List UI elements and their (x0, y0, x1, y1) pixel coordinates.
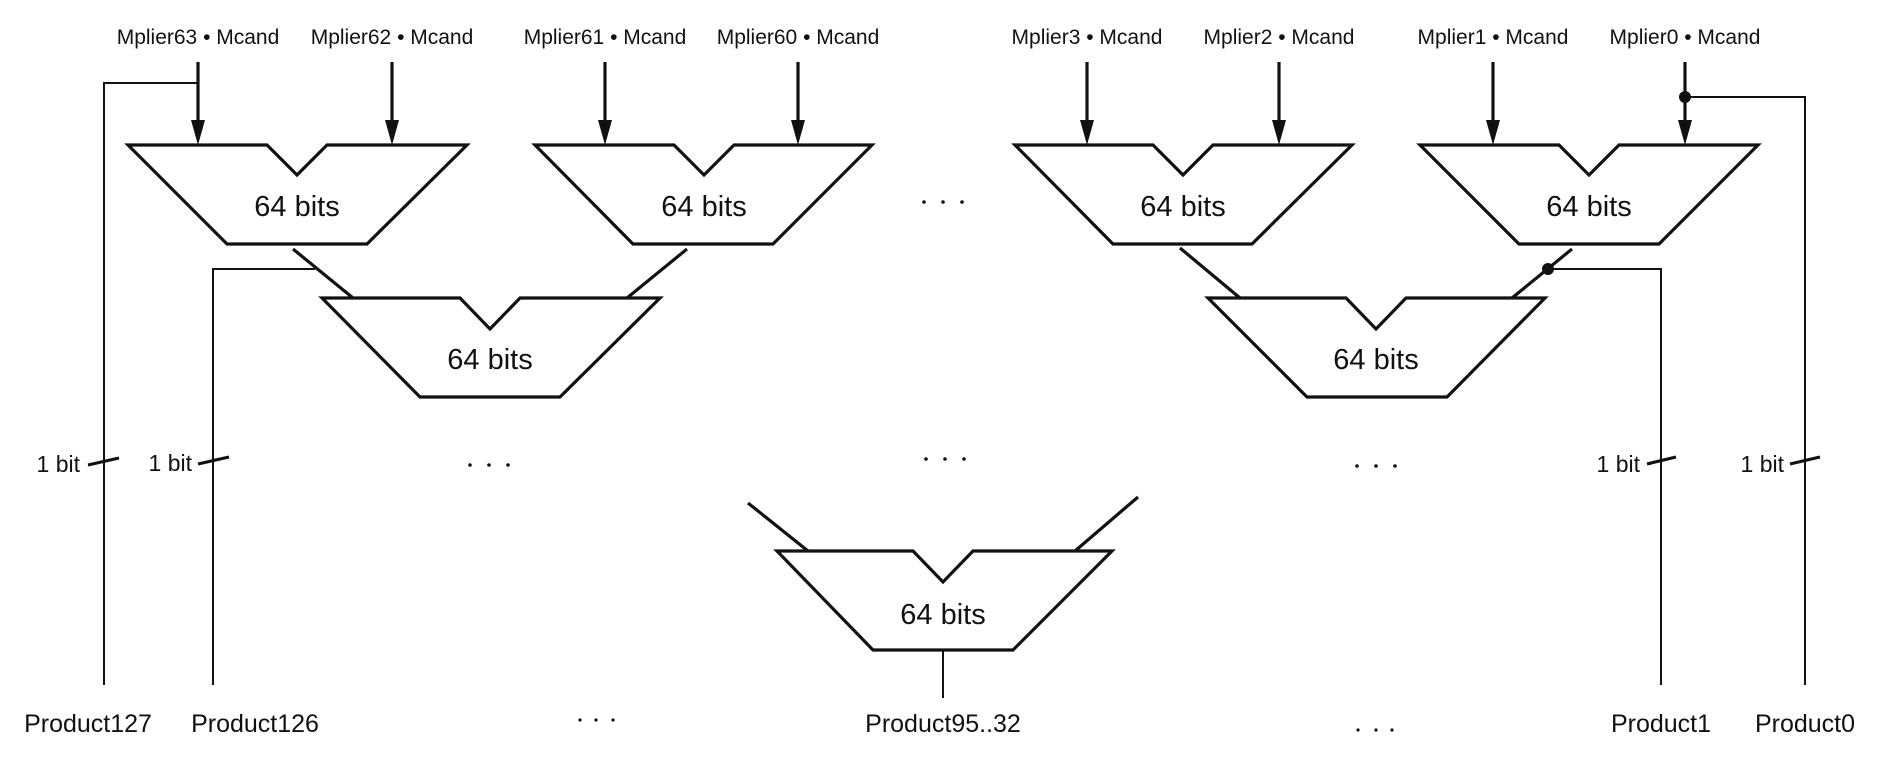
adder-width-label: 64 bits (447, 344, 532, 376)
input-label-mplier61: Mplier61 • Mcand (524, 26, 687, 49)
adder-width-label: 64 bits (1140, 191, 1225, 223)
arrow-icon (191, 62, 205, 145)
input-arrows (191, 62, 1692, 145)
ellipsis-mid-left (468, 463, 510, 467)
ellipsis-mid-center (924, 457, 966, 461)
adder-width-label: 64 bits (1333, 344, 1418, 376)
input-label-mplier0: Mplier0 • Mcand (1610, 26, 1761, 49)
bus-slash-icon (87, 456, 120, 467)
bit-width-label: 1 bit (1597, 451, 1641, 477)
input-label-mplier3: Mplier3 • Mcand (1012, 26, 1163, 49)
input-label-mplier60: Mplier60 • Mcand (717, 26, 880, 49)
adder-l1-c: 64 bits (1011, 143, 1356, 246)
bit-tap-product1: 1 bit (1542, 263, 1677, 685)
ellipsis-top (922, 200, 964, 204)
arrow-icon (1080, 62, 1094, 145)
output-label-product0: Product0 (1755, 710, 1855, 738)
adder-width-label: 64 bits (900, 599, 985, 631)
input-label-mplier2: Mplier2 • Mcand (1204, 26, 1355, 49)
arrow-icon (598, 62, 612, 145)
adder-width-label: 64 bits (1546, 191, 1631, 223)
output-label-product95-32: Product95..32 (865, 710, 1021, 738)
adder-final: 64 bits (747, 495, 1140, 698)
bit-tap-product126: 1 bit (149, 268, 315, 685)
output-label-product126: Product126 (191, 710, 319, 738)
input-labels: Mplier63 • Mcand Mplier62 • Mcand Mplier… (117, 26, 1761, 49)
bus-slash-icon (197, 455, 230, 466)
adder-l1-b: 64 bits (531, 143, 876, 246)
arrow-icon (791, 62, 805, 145)
adder-width-label: 64 bits (254, 191, 339, 223)
arrow-icon (1486, 62, 1500, 145)
input-label-mplier63: Mplier63 • Mcand (117, 26, 280, 49)
ellipsis-mid-right (1355, 464, 1397, 468)
ellipsis-bottom-right (1356, 728, 1394, 732)
bit-width-label: 1 bit (149, 450, 193, 476)
adder-width-label: 64 bits (661, 191, 746, 223)
adder-l2-b: 64 bits (1204, 296, 1549, 399)
input-label-mplier62: Mplier62 • Mcand (311, 26, 474, 49)
bit-tap-product127: 1 bit (37, 82, 198, 685)
adder-interconnect-l1 (291, 246, 1574, 300)
output-label-product127: Product127 (24, 710, 152, 738)
bus-slash-icon (1646, 455, 1677, 466)
bus-slash-icon (1789, 455, 1821, 466)
output-labels: Product127 Product126 Product95..32 Prod… (24, 710, 1855, 738)
adder-l1-d: 64 bits (1416, 143, 1762, 246)
ellipsis-bottom-left (578, 718, 615, 722)
arrow-icon (1678, 62, 1692, 145)
adder-l2-a: 64 bits (318, 296, 664, 399)
input-label-mplier1: Mplier1 • Mcand (1418, 26, 1569, 49)
bit-tap-product0: 1 bit (1679, 91, 1821, 685)
bit-width-label: 1 bit (1741, 451, 1785, 477)
bit-width-label: 1 bit (37, 451, 81, 477)
arrow-icon (1272, 62, 1286, 145)
adder-l1-a: 64 bits (124, 143, 471, 246)
output-label-product1: Product1 (1611, 710, 1711, 738)
arrow-icon (385, 62, 399, 145)
